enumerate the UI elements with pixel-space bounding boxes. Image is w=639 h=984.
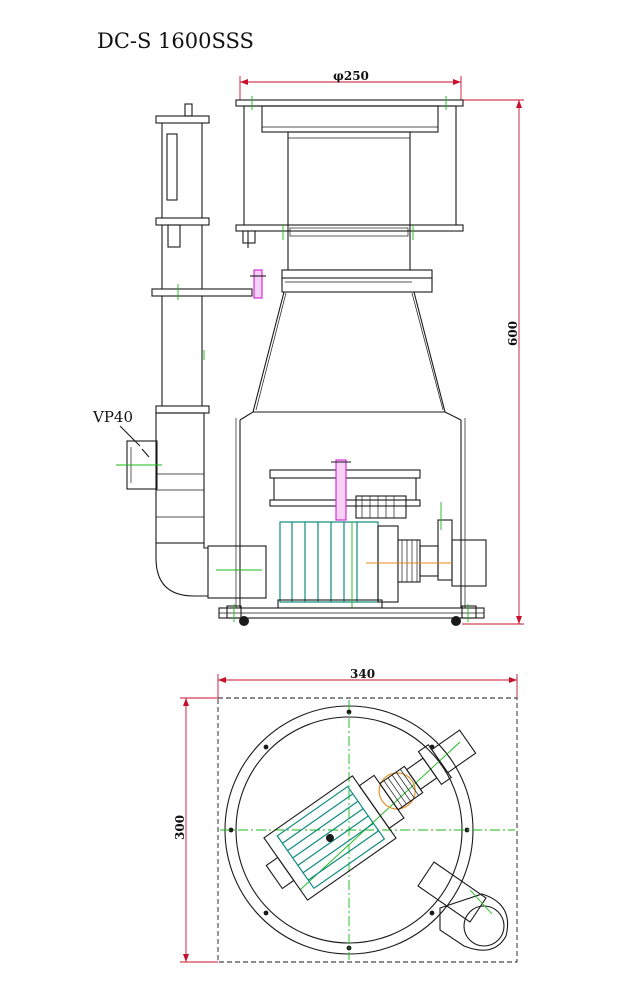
width-dimension: 340 bbox=[217, 667, 518, 698]
top-diameter-dimension: φ250 bbox=[239, 69, 462, 104]
vp40-label: VP40 bbox=[92, 408, 133, 426]
height-dimension: 600 bbox=[462, 99, 524, 625]
width-label: 340 bbox=[350, 667, 375, 681]
plan-view: 340 300 bbox=[173, 667, 518, 963]
top-diameter-label: φ250 bbox=[333, 69, 369, 83]
vp40-outlet: VP40 bbox=[92, 408, 162, 490]
base-plate bbox=[218, 604, 485, 626]
front-elevation: φ250 600 bbox=[92, 69, 524, 626]
body-cone bbox=[235, 291, 466, 608]
plan-return-outlet bbox=[417, 861, 509, 951]
pump-tray bbox=[269, 459, 421, 521]
height-label: 600 bbox=[506, 321, 520, 346]
return-pipe bbox=[151, 103, 267, 599]
pump-motor bbox=[216, 495, 487, 612]
depth-dimension: 300 bbox=[173, 697, 218, 963]
collection-cup bbox=[235, 96, 464, 271]
drawing-title: DC-S 1600SSS bbox=[97, 29, 254, 53]
neck-flange bbox=[250, 269, 433, 299]
footprint-outline bbox=[217, 697, 518, 963]
bolt-holes bbox=[228, 709, 470, 951]
plan-pump-motor bbox=[263, 729, 477, 901]
depth-label: 300 bbox=[173, 815, 187, 840]
